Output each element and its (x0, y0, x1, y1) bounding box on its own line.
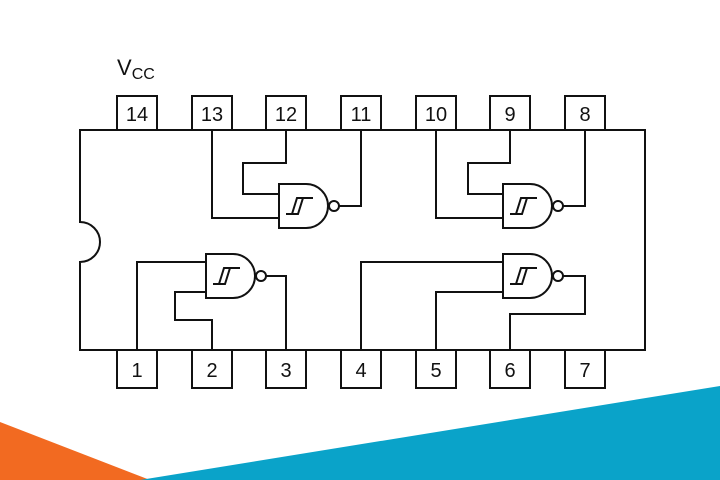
bottom-pins: 1 2 3 4 5 6 7 (116, 349, 606, 389)
pin-11-label: 11 (351, 104, 372, 126)
pin-1-label: 1 (131, 360, 142, 382)
chip-body (79, 129, 646, 351)
pin-11: 11 (340, 95, 382, 131)
wire-gate-to-pin8 (563, 130, 586, 207)
schmitt-symbol (510, 267, 537, 285)
nand-bubble (552, 270, 564, 282)
schmitt-symbol (286, 197, 313, 215)
pin-8-label: 8 (579, 104, 590, 126)
pin-12: 12 (265, 95, 307, 131)
pin-1: 1 (116, 349, 158, 389)
schmitt-nand-gate-bottom-right (360, 253, 586, 350)
vcc-label-main: V (117, 55, 132, 80)
top-pins: 14 13 12 11 10 9 8 (116, 95, 606, 131)
wire-pin1-to-gate (136, 261, 210, 350)
wire-pin9-to-gate (467, 130, 511, 195)
pin-9-label: 9 (504, 104, 515, 126)
wire-pin12-to-gate (242, 130, 287, 195)
nand-body (502, 183, 553, 229)
nand-bubble (255, 270, 267, 282)
pin-13: 13 (191, 95, 233, 131)
nand-body (278, 183, 329, 229)
pin-5-label: 5 (430, 360, 441, 382)
vcc-label-sub: CC (132, 66, 155, 83)
wire-pin4-to-gate (360, 261, 503, 350)
wire-pin5-to-gate (435, 291, 503, 350)
pin-12-label: 12 (275, 104, 297, 126)
pin-10-label: 10 (425, 104, 447, 126)
pin-6: 6 (489, 349, 531, 389)
pin-8: 8 (564, 95, 606, 131)
pin-7: 7 (564, 349, 606, 389)
nand-bubble (552, 200, 564, 212)
schmitt-symbol (510, 197, 537, 215)
pin-5: 5 (415, 349, 457, 389)
schmitt-nand-gate-bottom-left (136, 253, 287, 350)
wire-gate-to-pin6 (509, 275, 586, 350)
wire-pin10-to-gate (435, 130, 507, 219)
pin-2-label: 2 (206, 360, 217, 382)
wire-gate-to-pin3 (266, 275, 287, 350)
decorative-blue-band (140, 386, 720, 480)
pin-3: 3 (265, 349, 307, 389)
nand-body (205, 253, 256, 299)
wire-gate-to-pin11 (339, 130, 362, 207)
schmitt-nand-gate-top-right (435, 130, 586, 229)
pin-13-label: 13 (201, 104, 223, 126)
pin-14: 14 (116, 95, 158, 131)
pin-4: 4 (340, 349, 382, 389)
pin-9: 9 (489, 95, 531, 131)
pin-6-label: 6 (504, 360, 515, 382)
decorative-orange-band (0, 422, 150, 480)
pin-4-label: 4 (355, 360, 366, 382)
wire-pin13-to-gate (211, 130, 283, 219)
wire-pin2-to-gate (174, 291, 213, 350)
pin-14-label: 14 (126, 104, 148, 126)
pin-10: 10 (415, 95, 457, 131)
nand-body (502, 253, 553, 299)
schmitt-nand-gate-top-left (211, 130, 362, 229)
pin-3-label: 3 (280, 360, 291, 382)
vcc-label: VCC (117, 55, 155, 83)
schmitt-symbol (213, 267, 240, 285)
pin-7-label: 7 (579, 360, 590, 382)
pin-2: 2 (191, 349, 233, 389)
nand-bubble (328, 200, 340, 212)
